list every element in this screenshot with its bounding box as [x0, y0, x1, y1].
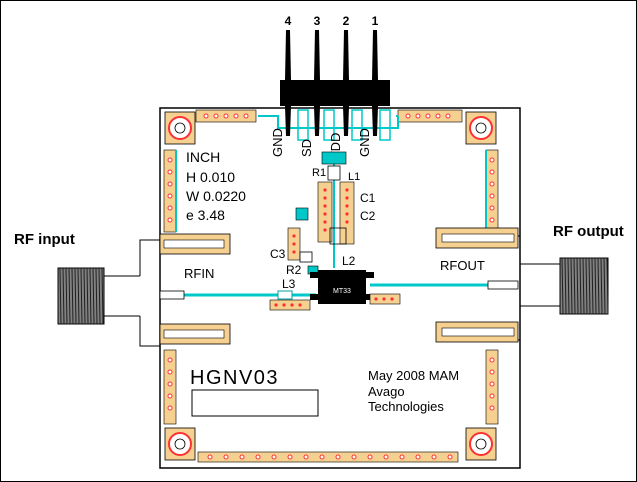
rfout-label: RFOUT — [440, 258, 485, 273]
mounting-holes — [164, 111, 497, 461]
pin — [314, 30, 320, 136]
thread-ridge — [89, 267, 92, 325]
pin-number-4: 4 — [285, 14, 292, 28]
substrate-unit: INCH — [186, 149, 220, 165]
label-c2: C2 — [360, 209, 376, 223]
thread-ridge — [101, 267, 104, 325]
thread-ridge — [603, 257, 606, 315]
rf-input-label: RF input — [14, 231, 75, 248]
thread-ridge — [74, 267, 77, 325]
chip-marking: MT33 — [333, 288, 351, 295]
pin-name-sd: SD — [299, 139, 314, 157]
mounting-hole — [465, 111, 497, 145]
thread-ridge — [80, 267, 83, 325]
thread-ridge — [71, 267, 74, 325]
thread-ridge — [62, 267, 65, 325]
thread-ridge — [77, 267, 80, 325]
thread-ridge — [588, 257, 591, 315]
rfin-label: RFIN — [184, 266, 214, 281]
pin — [285, 30, 291, 136]
thread-ridge — [86, 267, 89, 325]
thread-ridge — [567, 257, 570, 315]
thread-ridge — [573, 257, 576, 315]
thread-ridge — [582, 257, 585, 315]
company-line1: Avago — [368, 384, 405, 399]
rf-output-label: RF output — [553, 223, 624, 240]
thread-ridge — [576, 257, 579, 315]
mounting-hole — [164, 111, 196, 145]
thread-ridge — [83, 267, 86, 325]
thread-ridge — [594, 257, 597, 315]
thread-ridge — [597, 257, 600, 315]
label-r1: R1 — [312, 167, 326, 179]
pin-header — [280, 30, 391, 141]
thread-ridge — [585, 257, 588, 315]
connector-pads-right — [435, 227, 519, 343]
pin-name-gnd-right: GND — [357, 128, 372, 157]
pin-number-1: 1 — [372, 14, 379, 28]
thread-ridge — [95, 267, 98, 325]
thread-ridge — [606, 257, 609, 315]
pin — [372, 30, 378, 136]
company-line2: Technologies — [368, 399, 444, 414]
mounting-hole — [164, 427, 196, 461]
ground-via-strips — [163, 109, 499, 463]
sma-connector-left — [57, 239, 160, 347]
substrate-width: W 0.0220 — [186, 188, 246, 204]
connector-threads — [59, 257, 609, 325]
pin-header-body — [280, 80, 390, 106]
connector-pads-left — [159, 233, 231, 345]
substrate-height: H 0.010 — [186, 169, 235, 185]
thread-ridge — [561, 257, 564, 315]
label-box — [191, 389, 319, 417]
date-label: May 2008 MAM — [368, 368, 459, 383]
thread-ridge — [92, 267, 95, 325]
pin-name-gnd-left: GND — [270, 128, 285, 157]
label-l1: L1 — [348, 171, 360, 183]
label-r2: R2 — [286, 263, 302, 277]
thread-ridge — [591, 257, 594, 315]
thread-ridge — [98, 267, 101, 325]
thread-ridge — [564, 257, 567, 315]
thread-ridge — [65, 267, 68, 325]
amplifier-chip: MT33 — [310, 270, 374, 304]
board-name: HGNV03 — [190, 367, 279, 389]
label-l3: L3 — [282, 277, 296, 291]
label-l2: L2 — [342, 254, 356, 268]
label-c1: C1 — [360, 191, 376, 205]
thread-ridge — [600, 257, 603, 315]
label-c3: C3 — [270, 247, 286, 261]
pin — [343, 30, 349, 136]
bias-network — [287, 151, 355, 275]
substrate-permittivity: e 3.48 — [186, 207, 225, 223]
pin-number-2: 2 — [343, 14, 350, 28]
thread-ridge — [68, 267, 71, 325]
thread-ridge — [59, 267, 62, 325]
thread-ridge — [570, 257, 573, 315]
thread-ridge — [579, 257, 582, 315]
mounting-hole — [465, 427, 497, 461]
pin-number-3: 3 — [314, 14, 321, 28]
